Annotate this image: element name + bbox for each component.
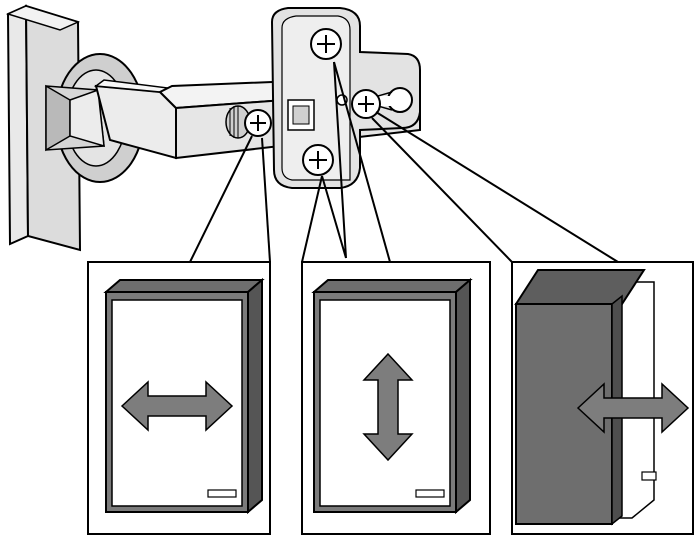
side-adjustment-panel (103, 277, 265, 515)
door-edge (5, 4, 82, 252)
double-arrow-icon (362, 352, 414, 462)
panel-frames (87, 261, 694, 535)
depth-adjustment-panel (514, 269, 690, 526)
height-adjustment-panel (311, 277, 473, 515)
mounting-plate (270, 7, 421, 189)
door-icon (514, 269, 657, 526)
double-arrow-icon (576, 382, 690, 434)
side-adjust-screw (225, 105, 272, 139)
depth-adjust-screw (351, 89, 381, 119)
hinge-icon (5, 4, 421, 252)
double-arrow-icon (120, 380, 234, 432)
mounting-plate-screws (302, 28, 342, 176)
